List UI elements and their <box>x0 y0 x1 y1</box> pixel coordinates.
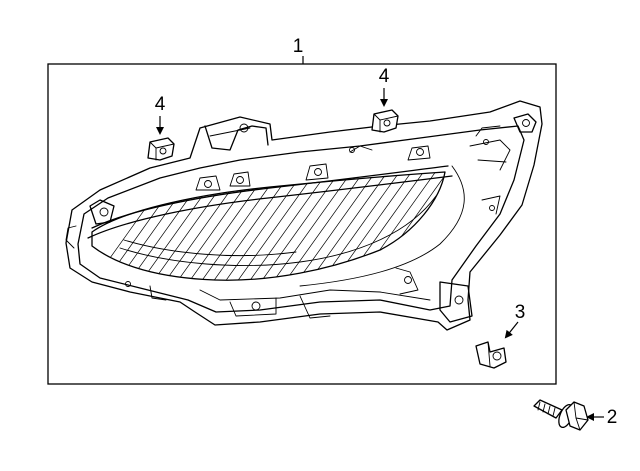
bolt: 2 <box>533 399 618 431</box>
callout-label-4-left: 4 <box>155 94 166 115</box>
callout-label-1: 1 <box>293 36 304 57</box>
bracket-right: 4 <box>371 66 399 133</box>
callout-arrow-3 <box>504 321 519 339</box>
callout-label-3: 3 <box>515 302 526 323</box>
callout-label-2: 2 <box>607 407 618 428</box>
nut-clip: 3 <box>475 302 526 369</box>
assembly-frame <box>47 63 557 385</box>
headlight-assembly <box>65 100 543 331</box>
bracket-left: 4 <box>147 94 175 161</box>
callout-label-4-right: 4 <box>379 66 390 87</box>
